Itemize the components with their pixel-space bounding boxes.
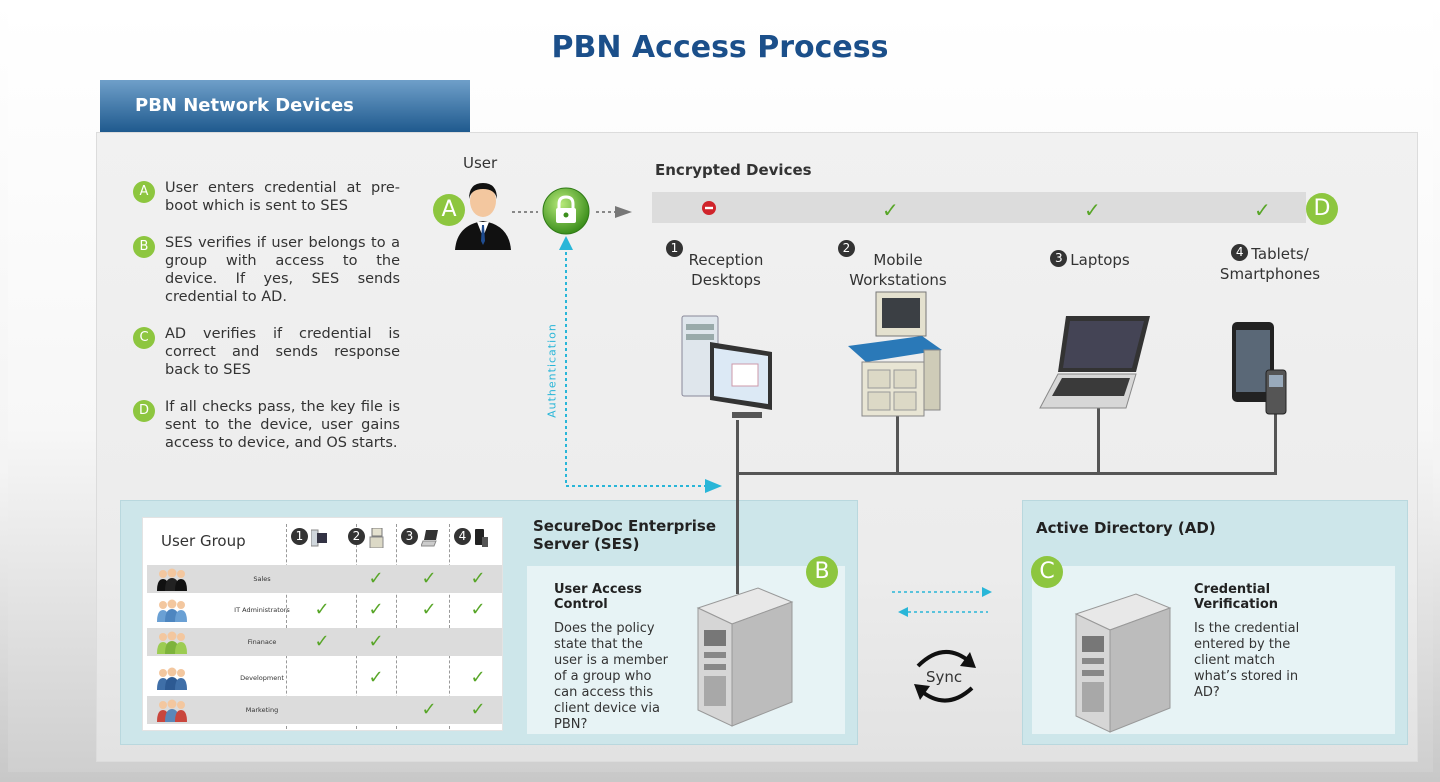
uac-body: Does the policy state that the user is a… — [554, 621, 669, 732]
step-text: AD verifies if credential is correct and… — [165, 326, 400, 378]
checkmark-icon: ✓ — [882, 198, 899, 222]
uac-title: User Access Control — [554, 582, 642, 612]
checkmark-icon: ✓ — [470, 599, 486, 620]
step-a: A User enters credential at pre-boot whi… — [133, 179, 400, 215]
step-text: SES verifies if user belongs to a group … — [165, 235, 400, 305]
step-b: B SES verifies if user belongs to a grou… — [133, 234, 400, 306]
network-line — [896, 416, 899, 474]
network-line — [1274, 405, 1277, 474]
lock-icon — [542, 187, 590, 235]
encrypted-devices-label: Encrypted Devices — [655, 161, 812, 179]
table-row: Marketing ✓ ✓ — [147, 696, 502, 724]
ad-title: Active Directory (AD) — [1036, 519, 1216, 537]
desktop-computer-icon — [681, 315, 772, 418]
column-header-reception-desktops: 1 — [291, 528, 327, 552]
device-label-mobile-workstations: 2 Mobile Workstations — [838, 240, 958, 290]
development-group-icon — [157, 667, 187, 690]
user-icon — [455, 183, 511, 250]
user-to-device-arrow — [512, 206, 632, 218]
step-badge: B — [133, 236, 155, 258]
finance-group-icon — [157, 631, 187, 654]
device-label-reception-desktops: 1 Reception Desktops — [666, 240, 786, 290]
checkmark-icon: ✓ — [368, 667, 384, 688]
group-name: Sales — [253, 575, 271, 583]
checkmark-icon: ✓ — [368, 568, 384, 589]
no-entry-icon — [702, 201, 716, 215]
checkmark-icon: ✓ — [470, 699, 486, 720]
column-header-mobile-workstations: 2 — [348, 527, 384, 552]
group-name: Development — [240, 674, 284, 682]
step-badge: D — [133, 400, 155, 422]
sync-icon — [914, 649, 976, 703]
checkmark-icon: ✓ — [1084, 198, 1101, 222]
group-name: Finanace — [247, 638, 277, 646]
ses-server-icon — [696, 587, 794, 727]
checkmark-icon: ✓ — [314, 631, 330, 652]
tablet-smartphone-icon — [475, 529, 488, 547]
step-list: A User enters credential at pre-boot whi… — [133, 179, 400, 471]
step-d: D If all checks pass, the key file is se… — [133, 398, 400, 452]
user-step-badge: A — [433, 194, 465, 226]
marketing-group-icon — [157, 699, 187, 722]
server-link-line — [736, 500, 739, 594]
user-label: User — [463, 154, 498, 172]
credential-verification-title: Credential Verification — [1194, 582, 1279, 612]
step-c: C AD verifies if credential is correct a… — [133, 325, 400, 379]
mobile-workstation-icon — [848, 291, 942, 417]
ad-server-icon — [1074, 593, 1172, 733]
step-text: If all checks pass, the key file is sent… — [165, 399, 400, 451]
checkmark-icon: ✓ — [314, 599, 330, 620]
network-line — [1097, 408, 1100, 474]
step-badge: C — [133, 327, 155, 349]
mobile-workstation-icon — [369, 527, 384, 549]
step-text: User enters credential at pre-boot which… — [165, 180, 400, 214]
group-name: Marketing — [245, 706, 279, 714]
network-bus — [736, 472, 1277, 475]
tab-pbn-network-devices[interactable]: PBN Network Devices — [100, 80, 470, 132]
ses-step-badge: B — [806, 556, 838, 588]
checkmark-icon: ✓ — [368, 631, 384, 652]
user-group-table: User Group 1 2 3 4 Sales ✓ ✓ ✓ IT Admini… — [142, 517, 503, 731]
checkmark-icon: ✓ — [1254, 198, 1271, 222]
ses-ad-exchange-arrows — [892, 587, 992, 617]
column-header-laptops: 3 — [401, 528, 439, 552]
page-title: PBN Access Process — [551, 30, 889, 65]
laptop-icon — [420, 530, 438, 547]
table-row: Finanace ✓ ✓ — [147, 628, 502, 656]
authentication-arrow — [559, 236, 722, 493]
laptop-icon — [1039, 316, 1150, 409]
checkmark-icon: ✓ — [421, 699, 437, 720]
device-status-bar — [652, 192, 1306, 223]
checkmark-icon: ✓ — [421, 568, 437, 589]
checkmark-icon: ✓ — [470, 667, 486, 688]
column-header-tablets-smartphones: 4 — [454, 528, 490, 552]
ses-title: SecureDoc Enterprise Server (SES) — [533, 517, 717, 553]
ad-step-badge: C — [1031, 556, 1063, 588]
checkmark-icon: ✓ — [421, 599, 437, 620]
authentication-label: Authentication — [545, 323, 559, 418]
checkmark-icon: ✓ — [470, 568, 486, 589]
device-step-badge: D — [1306, 193, 1338, 225]
table-row: Sales ✓ ✓ ✓ — [147, 565, 502, 593]
credential-verification-body: Is the credential entered by the client … — [1194, 621, 1300, 700]
checkmark-icon: ✓ — [368, 599, 384, 620]
sales-group-icon — [157, 568, 187, 591]
step-badge: A — [133, 181, 155, 203]
user-group-header: User Group — [161, 532, 246, 550]
table-row: Development ✓ ✓ — [147, 664, 502, 692]
tablet-smartphone-icon — [1232, 322, 1287, 415]
group-name: IT Administrators — [234, 606, 290, 614]
sync-label: Sync — [926, 668, 963, 686]
desktop-computer-icon — [310, 529, 327, 547]
table-row: IT Administrators ✓ ✓ ✓ ✓ — [147, 596, 502, 624]
it-administrators-group-icon — [157, 599, 187, 622]
